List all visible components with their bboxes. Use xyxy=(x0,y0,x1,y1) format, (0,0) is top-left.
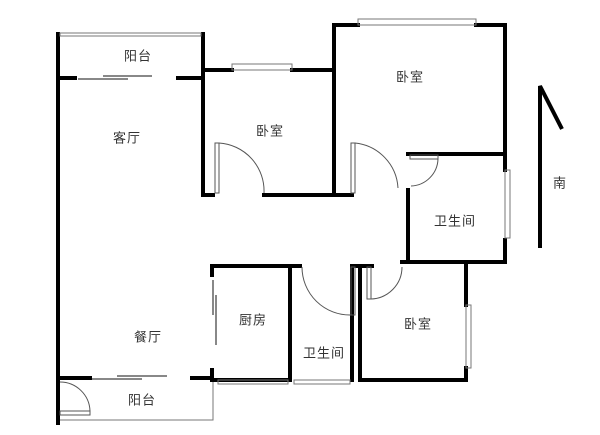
room-label-dining-room: 餐厅 xyxy=(133,330,163,346)
swing-doors xyxy=(59,142,439,416)
room-label-bedroom-2: 卧室 xyxy=(403,317,433,333)
room-label-ensuite-bathroom: 卫生间 xyxy=(433,214,477,230)
compass-arrow-icon xyxy=(538,85,564,248)
room-label-kitchen: 厨房 xyxy=(238,313,268,329)
room-label-balcony-south: 阳台 xyxy=(127,393,157,409)
room-label-balcony-north: 阳台 xyxy=(123,49,153,65)
room-label-master-bedroom: 卧室 xyxy=(395,70,425,86)
room-label-bedroom-1: 卧室 xyxy=(255,124,285,140)
room-label-common-bathroom: 卫生间 xyxy=(302,346,346,362)
room-label-living-room: 客厅 xyxy=(112,131,142,147)
compass-label-south: 南 xyxy=(552,176,568,192)
sliding-doors xyxy=(78,75,217,380)
windows xyxy=(59,18,511,421)
